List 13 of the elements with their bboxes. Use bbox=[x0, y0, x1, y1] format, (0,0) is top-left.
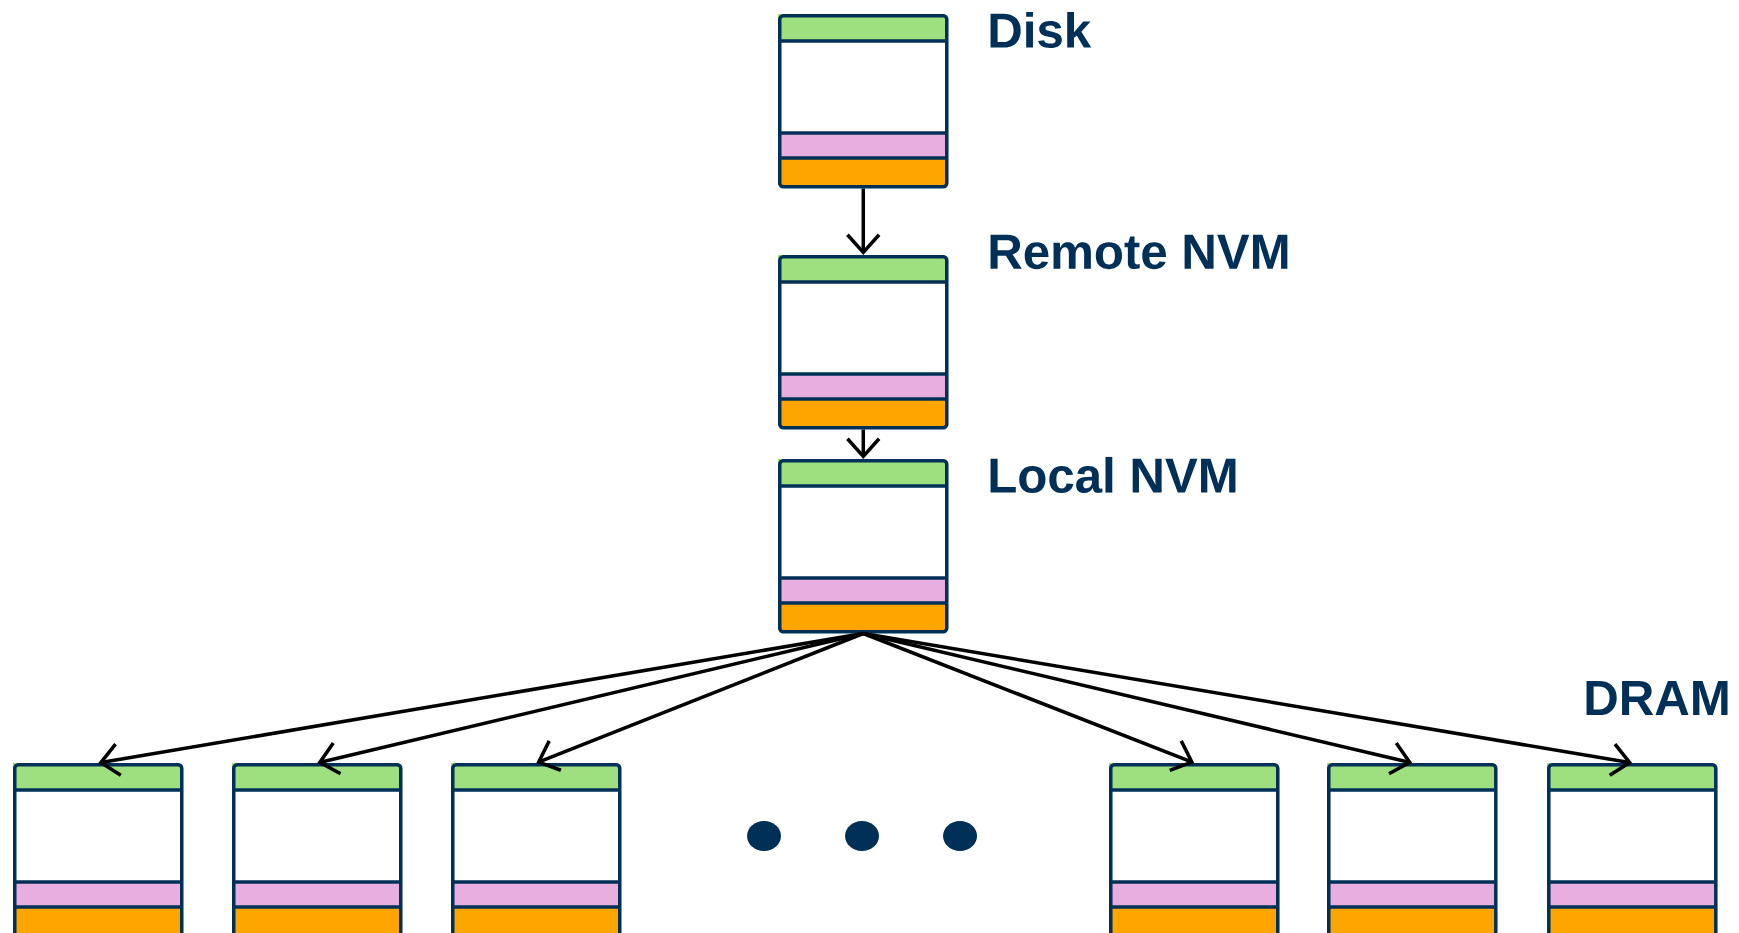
arrow bbox=[863, 631, 1633, 777]
memory-block bbox=[1109, 763, 1280, 933]
tier-label: Disk bbox=[990, 11, 1092, 49]
arrow bbox=[317, 631, 864, 776]
memory-block bbox=[232, 763, 403, 933]
group-label: DRAM bbox=[1586, 681, 1728, 715]
memory-block bbox=[1327, 763, 1498, 933]
memory-block bbox=[13, 763, 184, 933]
tier-label: Local NVM bbox=[990, 456, 1236, 494]
memory-block bbox=[451, 763, 622, 933]
tier-label: Remote NVM bbox=[990, 234, 1288, 270]
memory-block bbox=[1547, 763, 1718, 933]
arrow bbox=[536, 631, 864, 772]
